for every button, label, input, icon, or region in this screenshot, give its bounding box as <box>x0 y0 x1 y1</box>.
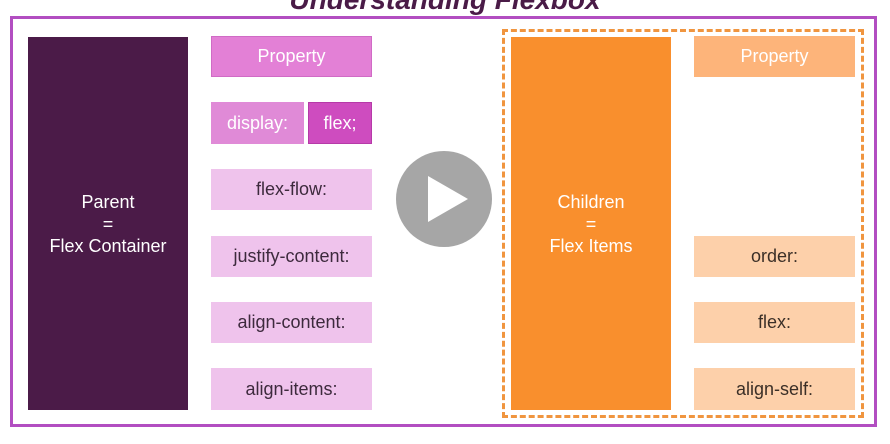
flex-flow-property: flex-flow: <box>211 169 372 210</box>
display-flex-value: flex; <box>308 102 372 144</box>
outer-frame <box>10 16 877 427</box>
flex-container-label: Flex Container <box>49 235 167 256</box>
order-property: order: <box>694 236 855 277</box>
parent-label: Parent <box>81 191 135 212</box>
parent-equals: = <box>102 213 114 234</box>
justify-content-property: justify-content: <box>211 236 372 277</box>
align-self-property: align-self: <box>694 368 855 410</box>
children-flex-items-box: Children = Flex Items <box>511 37 671 410</box>
display-property: display: <box>211 102 304 144</box>
flex-property: flex: <box>694 302 855 343</box>
align-items-property: align-items: <box>211 368 372 410</box>
flex-items-label: Flex Items <box>549 235 633 256</box>
children-label: Children <box>557 191 625 212</box>
slide-title: Understanding Flexbox <box>0 0 890 16</box>
parent-flex-container-box: Parent = Flex Container <box>28 37 188 410</box>
align-content-property: align-content: <box>211 302 372 343</box>
play-icon <box>428 176 468 222</box>
children-dashed-outline <box>502 29 864 418</box>
play-button[interactable] <box>396 151 492 247</box>
children-equals: = <box>585 213 597 234</box>
children-property-header: Property <box>694 36 855 77</box>
parent-property-header: Property <box>211 36 372 77</box>
